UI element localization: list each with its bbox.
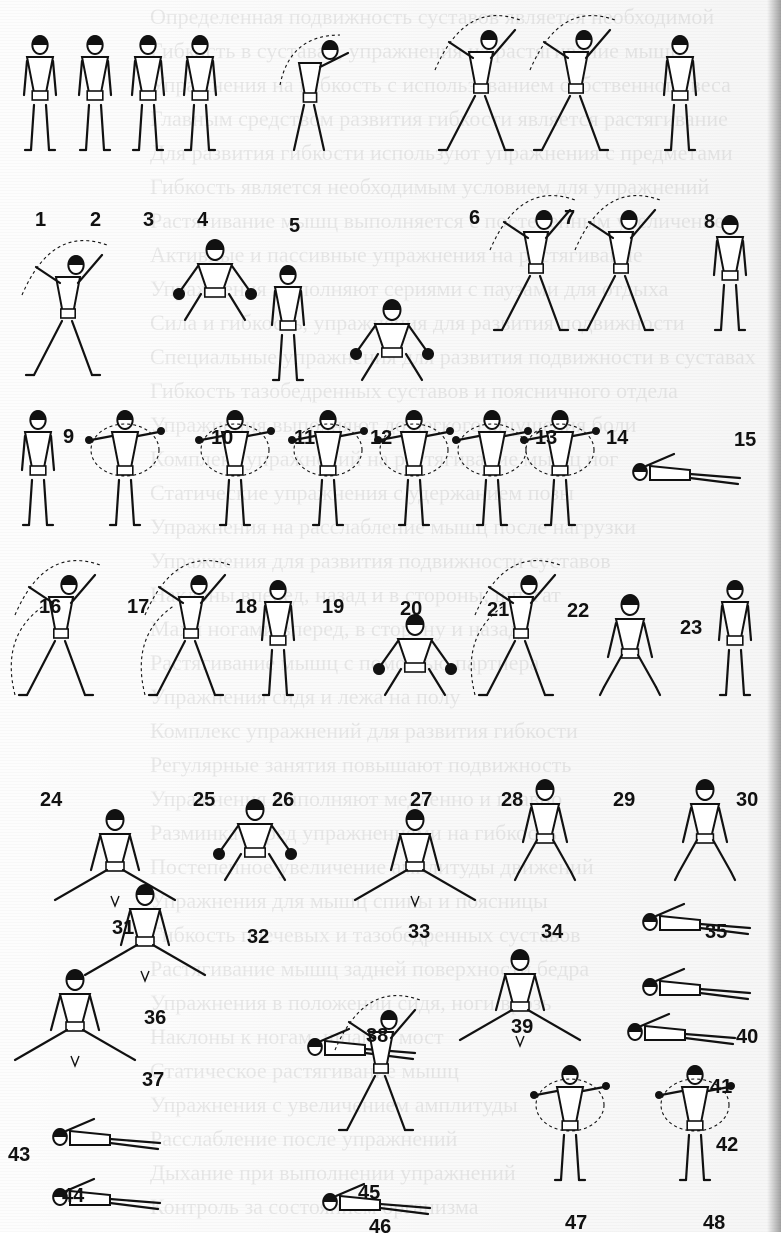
figure-number-16: 16 — [39, 597, 61, 617]
figure-number-13: 13 — [535, 428, 557, 448]
figure-number-46: 46 — [369, 1217, 391, 1237]
figure-number-32: 32 — [247, 927, 269, 947]
figure-number-42: 42 — [716, 1135, 738, 1155]
figure-number-4: 4 — [197, 210, 208, 230]
figure-number-31: 31 — [112, 918, 134, 938]
figure-number-12: 12 — [370, 428, 392, 448]
figure-number-39: 39 — [511, 1017, 533, 1037]
figure-number-24: 24 — [40, 790, 62, 810]
figure-number-2: 2 — [90, 210, 101, 230]
figure-number-14: 14 — [606, 428, 628, 448]
figure-number-47: 47 — [565, 1213, 587, 1233]
figure-number-41: 41 — [710, 1077, 732, 1097]
figure-number-7: 7 — [564, 208, 575, 228]
figure-number-6: 6 — [469, 208, 480, 228]
figure-number-27: 27 — [410, 790, 432, 810]
figure-number-18: 18 — [235, 597, 257, 617]
figure-number-23: 23 — [680, 618, 702, 638]
figure-number-25: 25 — [193, 790, 215, 810]
figure-number-28: 28 — [501, 790, 523, 810]
figure-number-30: 30 — [736, 790, 758, 810]
figure-number-48: 48 — [703, 1213, 725, 1233]
figure-number-37: 37 — [142, 1070, 164, 1090]
figure-number-5: 5 — [289, 216, 300, 236]
figure-number-3: 3 — [143, 210, 154, 230]
figure-number-9: 9 — [63, 427, 74, 447]
figure-number-36: 36 — [144, 1008, 166, 1028]
figure-number-11: 11 — [294, 428, 315, 448]
figure-number-40: 40 — [736, 1027, 758, 1047]
figure-number-1: 1 — [35, 210, 46, 230]
figure-number-35: 35 — [705, 922, 727, 942]
figure-number-33: 33 — [408, 922, 430, 942]
figure-number-22: 22 — [567, 601, 589, 621]
figure-number-15: 15 — [734, 430, 756, 450]
figure-number-26: 26 — [272, 790, 294, 810]
figure-number-38: 38 — [366, 1026, 388, 1046]
figure-number-43: 43 — [8, 1145, 30, 1165]
figure-number-20: 20 — [400, 599, 422, 619]
figure-number-44: 44 — [62, 1186, 84, 1206]
figure-number-19: 19 — [322, 597, 344, 617]
figure-number-45: 45 — [358, 1183, 380, 1203]
figure-number-10: 10 — [211, 428, 233, 448]
figure-number-17: 17 — [127, 597, 149, 617]
page-binding-shadow — [767, 0, 781, 1232]
figure-number-29: 29 — [613, 790, 635, 810]
figure-number-34: 34 — [541, 922, 563, 942]
figure-number-21: 21 — [487, 600, 509, 620]
figure-number-8: 8 — [704, 212, 715, 232]
